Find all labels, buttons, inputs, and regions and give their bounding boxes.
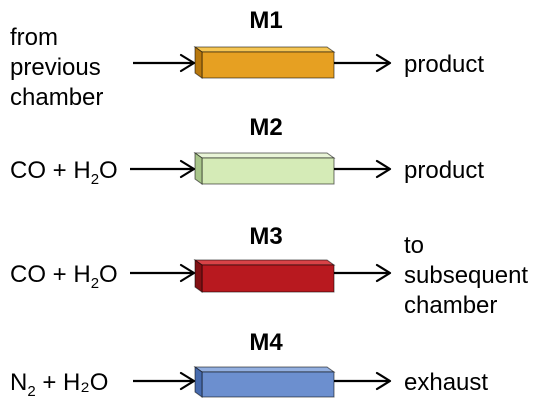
input-label-m1-line1: from — [10, 24, 58, 51]
input-label-m4: N2 + H₂O — [10, 369, 108, 400]
output-label-m2: product — [404, 157, 484, 184]
module-m4: M4 N2 + H₂O exhaust — [10, 329, 488, 400]
input-arrow-m2 — [130, 159, 196, 179]
module-bar-m4 — [193, 366, 336, 398]
bar-side-m1 — [194, 46, 203, 79]
input-arrow-m4 — [133, 371, 196, 391]
module-title-m1: M1 — [249, 7, 282, 34]
bar-front-m3 — [201, 264, 335, 293]
bar-top-m4 — [193, 366, 336, 373]
output-label-m4: exhaust — [404, 369, 488, 396]
output-label-m3-line2: subsequent — [404, 262, 528, 289]
output-label-m3-line3: chamber — [404, 292, 497, 319]
bar-side-m4 — [194, 366, 203, 398]
input-arrow-m1 — [133, 53, 196, 73]
bar-top-m1 — [193, 46, 336, 53]
output-arrow-m4 — [334, 371, 392, 391]
output-arrow-m2 — [334, 159, 392, 179]
module-title-m4: M4 — [249, 329, 283, 356]
module-title-m2: M2 — [249, 114, 282, 141]
module-m2: M2 CO + H2O product — [10, 114, 484, 188]
output-arrow-m1 — [334, 53, 392, 73]
module-bar-m1 — [193, 46, 336, 79]
output-label-m3-line1: to — [404, 232, 424, 259]
input-label-m3: CO + H2O — [10, 261, 118, 292]
module-bar-m3 — [193, 259, 336, 293]
input-arrow-m3 — [130, 263, 196, 283]
output-arrow-m3 — [334, 263, 392, 283]
bar-top-m3 — [193, 259, 336, 266]
bar-top-m2 — [193, 152, 336, 159]
input-label-m2: CO + H2O — [10, 157, 118, 188]
module-bar-m2 — [193, 152, 336, 185]
bar-side-m2 — [194, 152, 203, 185]
module-m1: M1 from previous chamber product — [10, 7, 484, 111]
bar-side-m3 — [194, 259, 203, 293]
module-m3: M3 CO + H2O to subsequent chamber — [10, 223, 528, 319]
module-title-m3: M3 — [249, 223, 282, 250]
bar-front-m2 — [201, 157, 335, 185]
bar-front-m4 — [201, 371, 335, 398]
output-label-m1: product — [404, 51, 484, 78]
input-label-m1-line2: previous — [10, 54, 101, 81]
input-label-m1-line3: chamber — [10, 84, 103, 111]
bar-front-m1 — [201, 51, 335, 79]
